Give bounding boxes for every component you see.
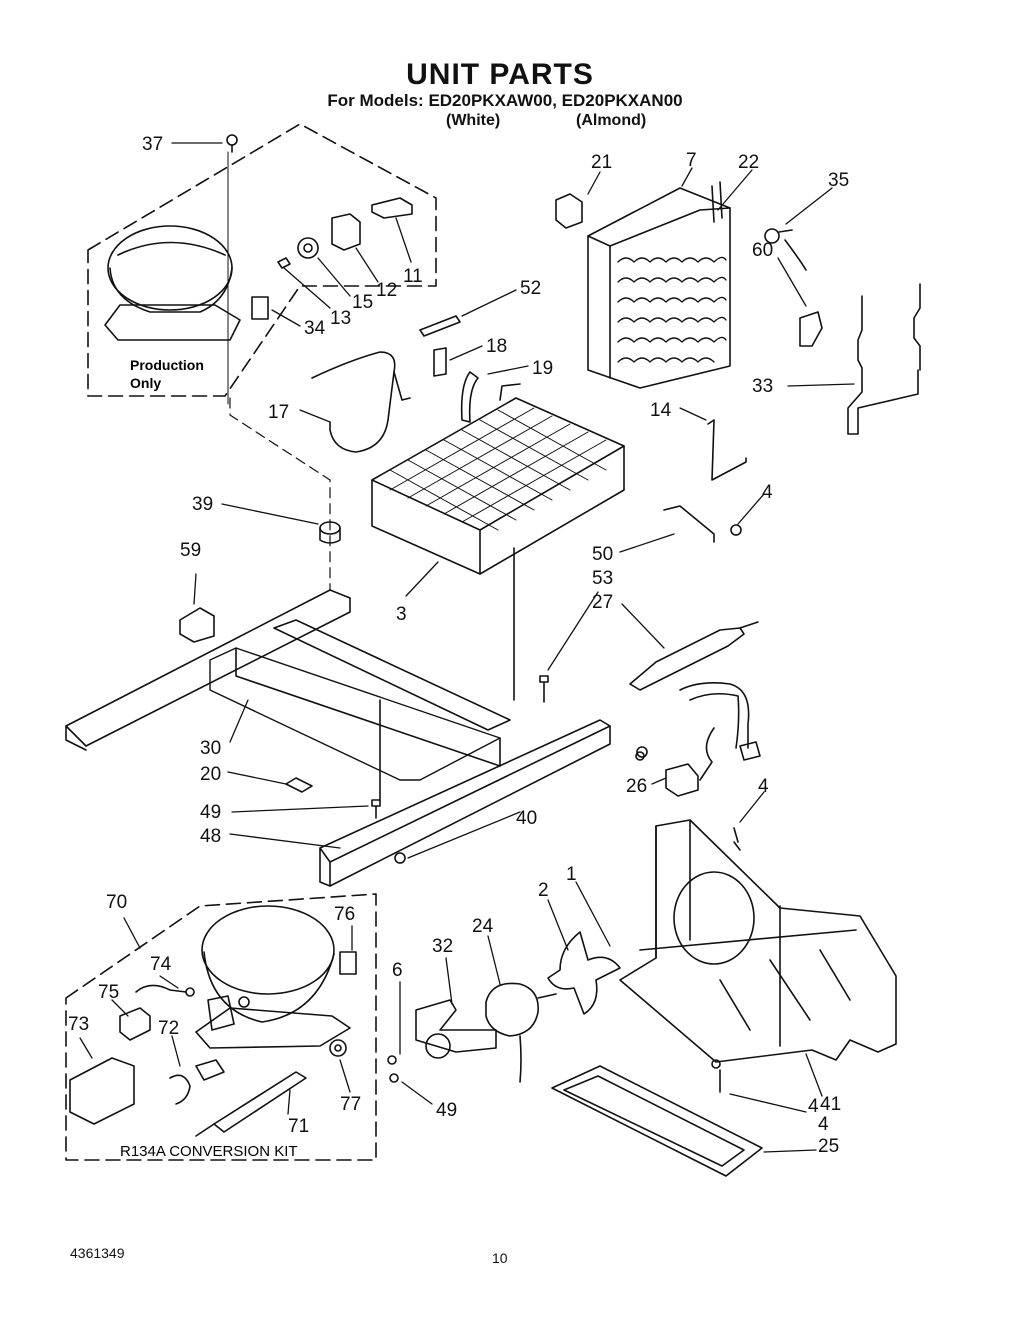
callout-20: 20 — [200, 764, 221, 785]
callout-24: 24 — [472, 916, 494, 937]
callout-39: 39 — [192, 494, 213, 515]
drain-pan — [551, 1065, 763, 1177]
callout-25: 25 — [818, 1136, 839, 1157]
callout-4-top: 4 — [762, 482, 773, 503]
callout-33: 33 — [752, 376, 773, 397]
clip-and-screw — [285, 777, 381, 819]
callout-50: 50 — [592, 544, 613, 565]
grommet-and-clip — [179, 521, 341, 643]
callout-7: 7 — [686, 150, 697, 171]
callout-4-low-b: 4 — [818, 1114, 829, 1135]
page-number: 10 — [492, 1250, 508, 1266]
compressor-production-part — [104, 225, 241, 341]
relay-overload-parts — [251, 197, 413, 320]
callout-35: 35 — [828, 170, 849, 191]
callout-26: 26 — [626, 776, 647, 797]
callout-72: 72 — [158, 1018, 179, 1039]
variant-almond-label: (Almond) — [576, 112, 647, 129]
callout-1: 1 — [566, 864, 577, 885]
callout-11: 11 — [403, 266, 423, 287]
callout-3: 3 — [396, 604, 407, 625]
callout-76: 76 — [334, 904, 355, 925]
wiring-harness — [635, 682, 761, 797]
production-only-label-1: Production — [130, 357, 204, 373]
callout-41: 41 — [820, 1094, 841, 1115]
callout-17: 17 — [268, 402, 289, 423]
callout-59: 59 — [180, 540, 201, 561]
kit-compressor — [195, 905, 357, 1057]
callout-48: 48 — [200, 826, 221, 847]
callout-19: 19 — [532, 358, 553, 379]
callout-75: 75 — [98, 982, 119, 1003]
filter-drier — [629, 621, 759, 691]
callout-34: 34 — [304, 318, 326, 339]
callout-32: 32 — [432, 936, 453, 957]
callout-77: 77 — [340, 1094, 361, 1115]
production-only-label-2: Only — [130, 375, 161, 391]
callout-49-low: 49 — [436, 1100, 457, 1121]
conversion-kit-label: R134A CONVERSION KIT — [120, 1143, 298, 1160]
callout-60: 60 — [752, 240, 773, 261]
callout-13: 13 — [330, 308, 351, 329]
production-only-box — [87, 123, 437, 397]
callout-52: 52 — [520, 278, 541, 299]
callout-53: 53 — [592, 568, 613, 589]
callout-2: 2 — [538, 880, 549, 901]
screw-53 — [539, 675, 549, 703]
callout-49-mid: 49 — [200, 802, 221, 823]
callout-leaders — [79, 142, 855, 1153]
callout-40: 40 — [516, 808, 537, 829]
evaporator-coil — [555, 181, 731, 389]
models-subtitle: For Models: ED20PKXAW00, ED20PKXAN00 — [327, 91, 683, 110]
heater-wire-harness — [847, 283, 921, 435]
callout-71: 71 — [288, 1116, 309, 1137]
callout-4-right: 4 — [758, 776, 769, 797]
conversion-kit-box — [65, 893, 377, 1161]
kit-small-parts — [69, 984, 225, 1125]
page-title: UNIT PARTS — [406, 58, 594, 91]
callout-70: 70 — [106, 892, 127, 913]
bracket-parts — [663, 419, 747, 543]
base-rails — [65, 589, 648, 887]
callout-14: 14 — [650, 400, 672, 421]
callout-12: 12 — [376, 280, 397, 301]
callout-21: 21 — [591, 152, 612, 173]
fan-motor-assembly — [387, 931, 621, 1083]
callout-74: 74 — [150, 954, 172, 975]
suction-tube — [311, 351, 411, 453]
callout-4-low-a: 4 — [808, 1096, 819, 1117]
variant-white-label: (White) — [446, 112, 501, 129]
callout-73: 73 — [68, 1014, 89, 1035]
callout-15: 15 — [352, 292, 373, 313]
thermostat-parts — [764, 228, 823, 347]
callout-37: 37 — [142, 134, 163, 155]
document-number: 4361349 — [70, 1245, 125, 1261]
callout-18: 18 — [486, 336, 507, 357]
drier-tube-71 — [195, 1071, 307, 1137]
callout-22: 22 — [738, 152, 759, 173]
compressor-mount-base — [619, 819, 897, 1093]
part-37 — [226, 134, 238, 405]
tubing-parts — [419, 315, 479, 423]
callout-27: 27 — [592, 592, 613, 613]
callout-30: 30 — [200, 738, 221, 759]
callout-6: 6 — [392, 960, 403, 981]
condenser-coil — [371, 383, 625, 801]
